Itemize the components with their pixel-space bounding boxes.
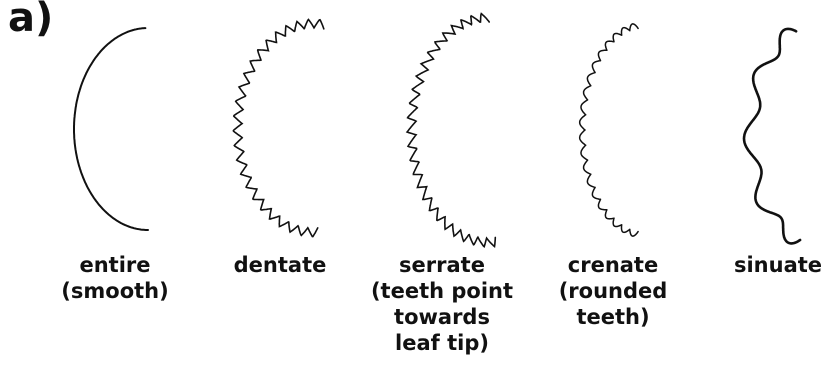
- caption-crenate-line-3: teeth): [538, 304, 688, 330]
- sinuate-margin-curve: [744, 29, 800, 244]
- dentate-margin-curve: [233, 20, 323, 237]
- caption-entire-line-1: entire: [40, 252, 190, 278]
- caption-serrate: serrate (teeth point towards leaf tip): [367, 252, 517, 356]
- caption-serrate-line-1: serrate: [367, 252, 517, 278]
- caption-sinuate-line-1: sinuate: [703, 252, 833, 278]
- caption-serrate-line-4: leaf tip): [367, 330, 517, 356]
- caption-crenate: crenate (rounded teeth): [538, 252, 688, 330]
- crenate-margin-curve: [580, 24, 638, 236]
- caption-entire-line-2: (smooth): [40, 278, 190, 304]
- caption-sinuate: sinuate: [703, 252, 833, 278]
- caption-crenate-line-1: crenate: [538, 252, 688, 278]
- caption-crenate-line-2: (rounded: [538, 278, 688, 304]
- caption-serrate-line-3: towards: [367, 304, 517, 330]
- caption-entire: entire (smooth): [40, 252, 190, 304]
- entire-margin-curve: [74, 28, 148, 230]
- serrate-margin-curve: [407, 14, 495, 247]
- caption-serrate-line-2: (teeth point: [367, 278, 517, 304]
- caption-dentate: dentate: [205, 252, 355, 278]
- caption-dentate-line-1: dentate: [205, 252, 355, 278]
